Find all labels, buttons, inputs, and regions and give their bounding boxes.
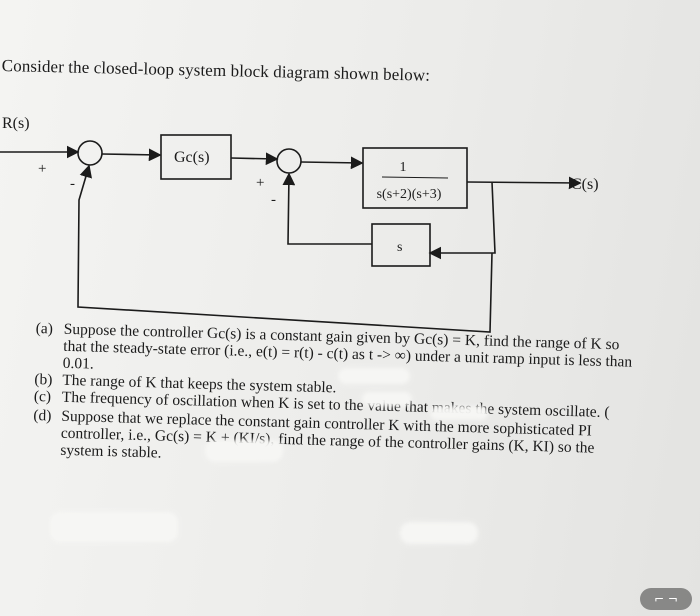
plant-block <box>362 147 468 209</box>
question-a-label: (a) <box>35 320 54 338</box>
plant-denominator: s(s+2)(s+3) <box>377 187 442 202</box>
sum1-plus-sign: + <box>38 161 46 177</box>
sum2-to-plant-arrow <box>300 156 364 170</box>
controller-to-sum2-arrow <box>230 152 279 166</box>
output-label: C(s) <box>571 176 599 193</box>
question-d-label: (d) <box>33 406 52 425</box>
block-diagram: R(s) C(s) Gc(s) 1 s(s+2)(s+3) s + - + - <box>0 115 599 333</box>
inner-feedback-branch <box>428 181 496 260</box>
summing-junction-2 <box>276 148 302 174</box>
output-arrow <box>466 176 582 190</box>
sum1-minus-sign: - <box>70 176 75 192</box>
input-label: R(s) <box>2 115 30 132</box>
inner-feedback-return <box>282 172 372 245</box>
outer-feedback-loop <box>77 164 493 333</box>
sum1-to-controller-arrow <box>101 148 162 162</box>
controller-label: Gc(s) <box>174 149 210 166</box>
redaction-smudge <box>362 392 412 406</box>
problem-intro: Consider the closed-loop system block di… <box>1 56 431 85</box>
plant-numerator: 1 <box>400 160 407 175</box>
redaction-smudge <box>338 368 410 384</box>
redaction-smudge <box>50 512 178 542</box>
redaction-smudge <box>430 406 488 420</box>
sum2-plus-sign: + <box>256 175 264 191</box>
feedback-label: s <box>397 240 402 255</box>
controller-block <box>160 134 232 180</box>
question-b-label: (b) <box>34 370 53 389</box>
redaction-smudge <box>400 522 478 544</box>
question-c-label: (c) <box>33 387 52 406</box>
plant-fraction-bar <box>381 176 449 179</box>
feedback-block <box>371 223 431 267</box>
question-list: (a) Suppose the controller Gc(s) is a co… <box>32 320 636 475</box>
redaction-smudge <box>205 440 283 462</box>
summing-junction-1 <box>77 140 103 166</box>
caption-icon[interactable]: ⌐ ¬ <box>640 588 692 610</box>
sum2-minus-sign: - <box>271 192 276 208</box>
